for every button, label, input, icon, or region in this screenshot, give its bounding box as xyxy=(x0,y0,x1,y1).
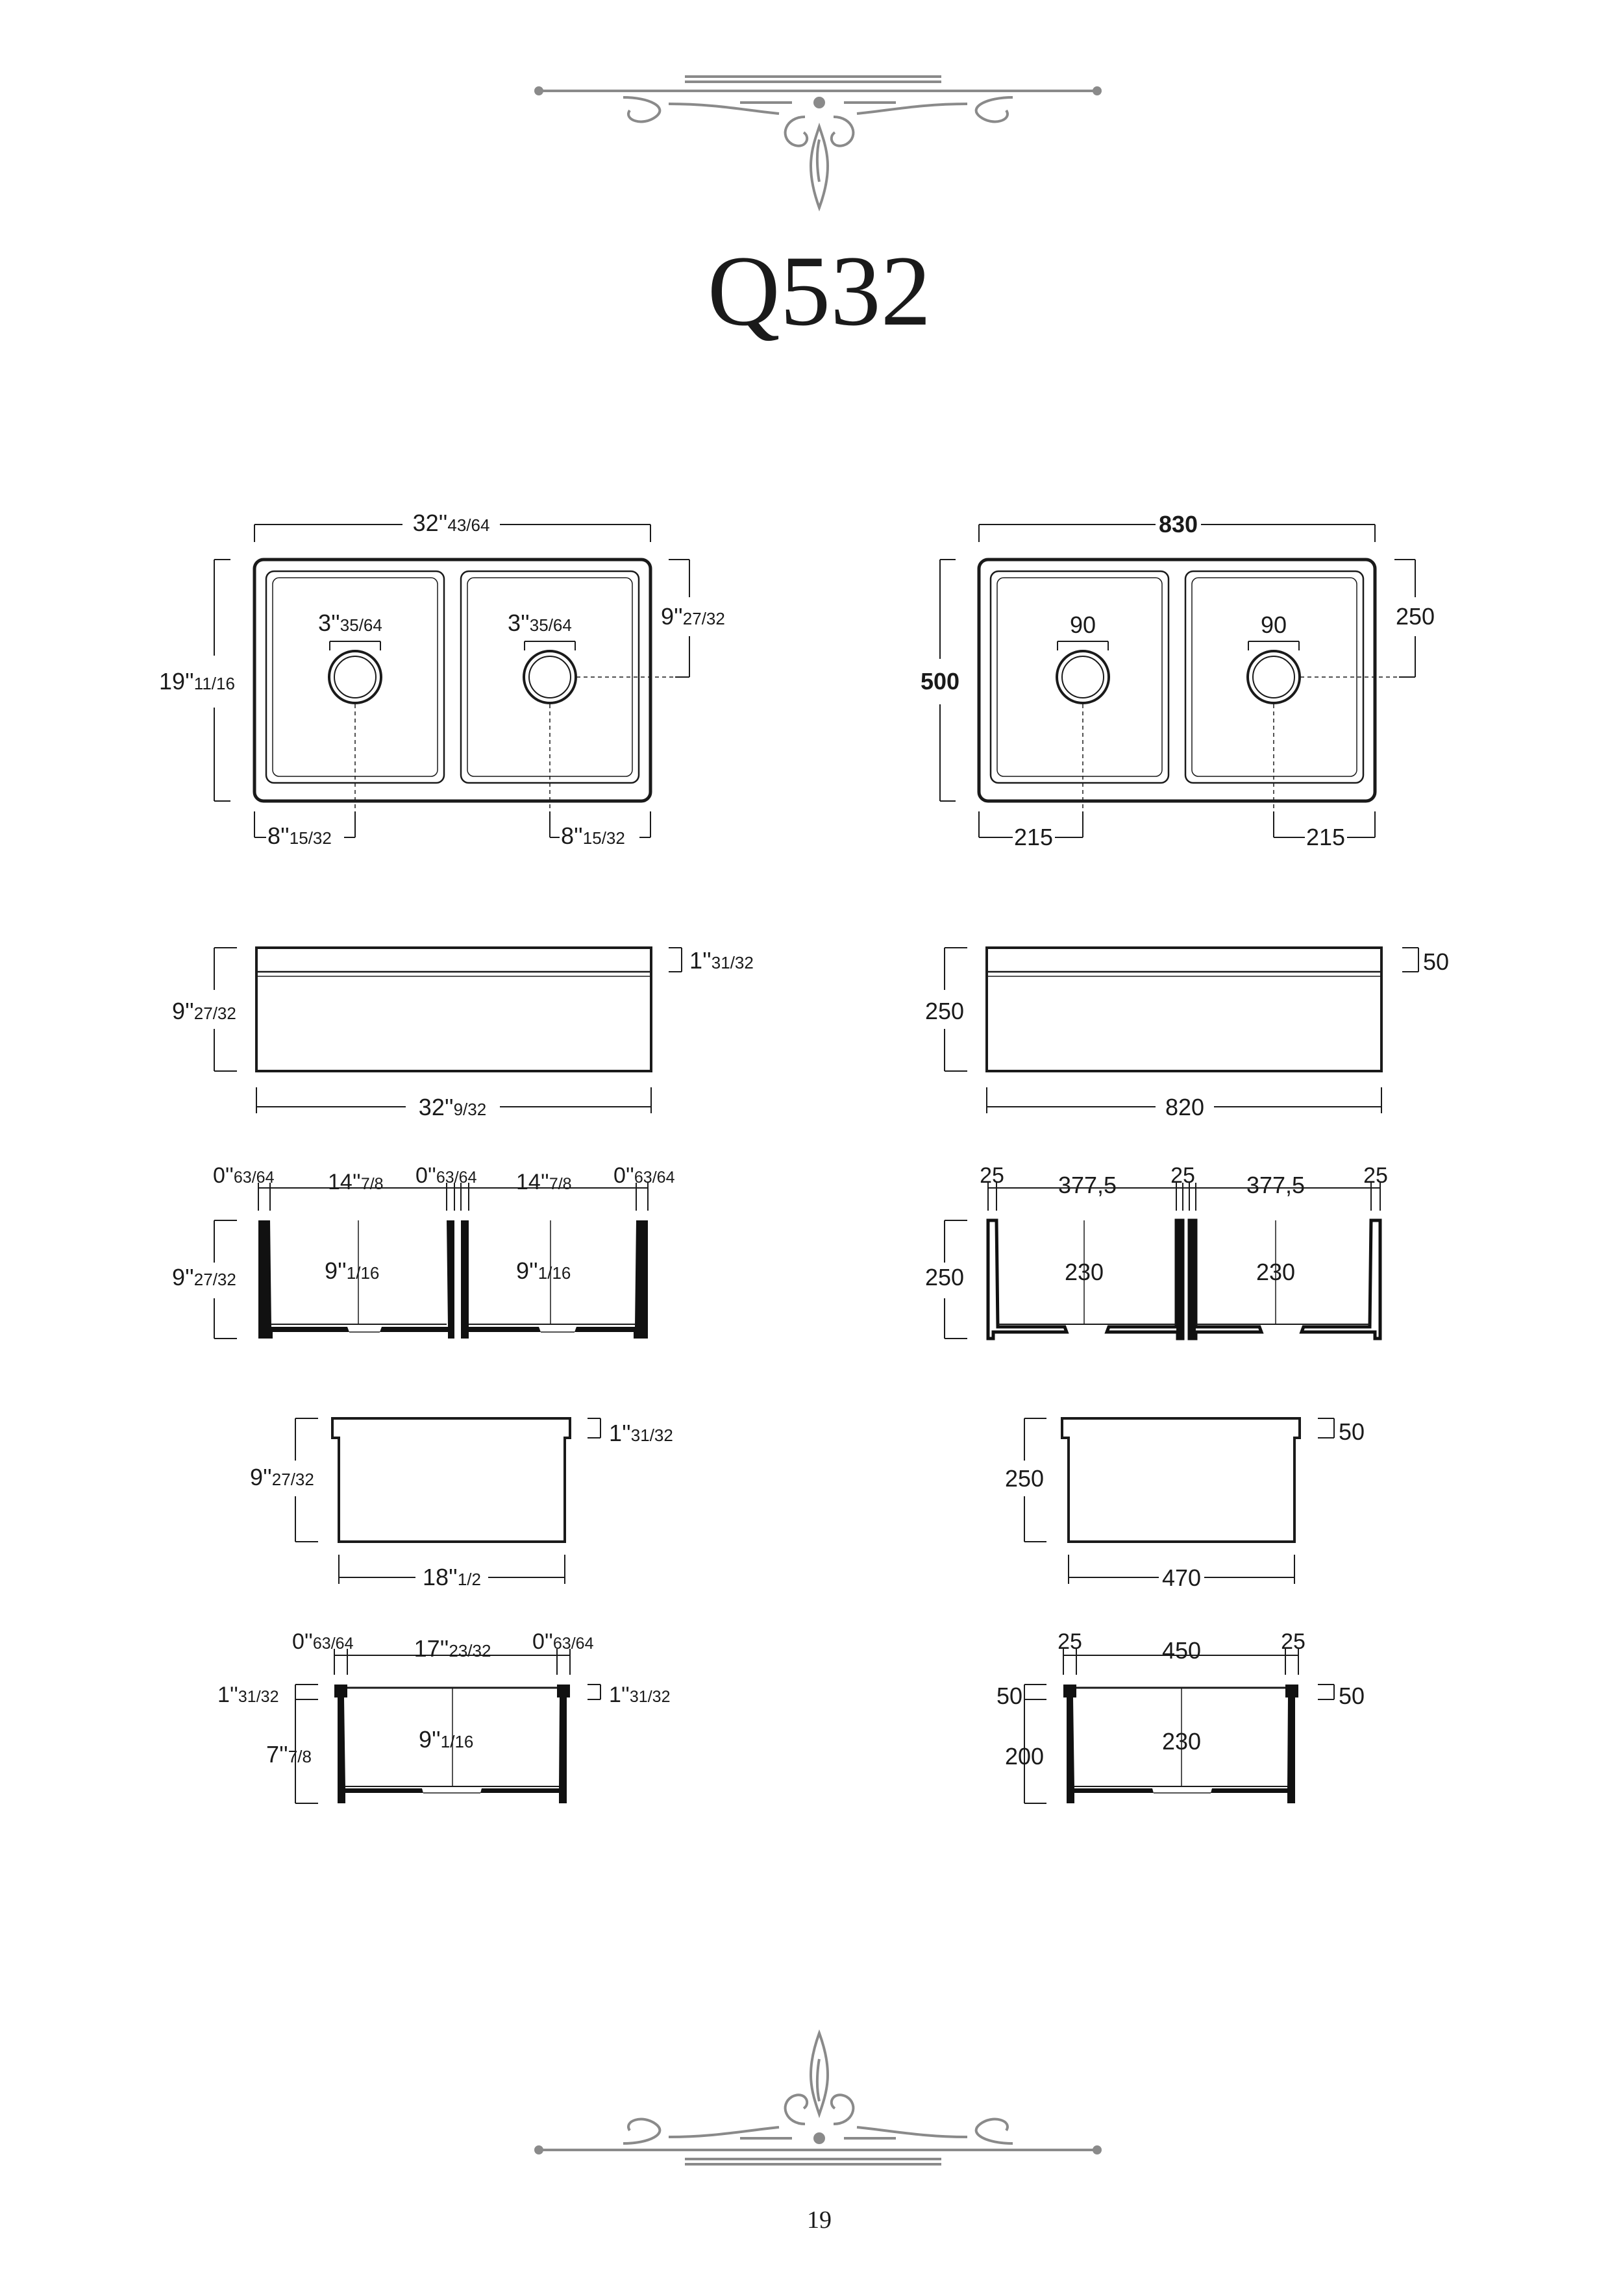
depth-right-label: 230 xyxy=(1256,1259,1295,1285)
lower-height-label: 200 xyxy=(1005,1743,1044,1770)
wall-right-label: 25 xyxy=(1281,1629,1305,1654)
bowl-left-label: 14''7/8 xyxy=(328,1170,384,1194)
lip-label: 1''31/32 xyxy=(609,1420,673,1446)
imperial-top-labels: 32''43/64 19''11/16 3''35/64 3''35/64 9'… xyxy=(159,510,725,849)
depth-left-label: 9''1/16 xyxy=(325,1257,379,1284)
metric-front-labels: 250 50 820 xyxy=(925,948,1449,1120)
imperial-side-labels: 9''27/32 1''31/32 18''1/2 xyxy=(250,1420,673,1590)
metric-double-section xyxy=(944,1183,1382,1340)
metric-single-section-labels: 25 450 25 50 50 200 230 xyxy=(996,1629,1365,1770)
wall-left-label: 25 xyxy=(1058,1629,1082,1654)
wall-right-label: 0''63/64 xyxy=(532,1629,594,1654)
metric-side-view xyxy=(1024,1417,1335,1584)
imperial-front-view xyxy=(214,946,682,1113)
metric-top-labels: 830 500 90 90 250 215 215 xyxy=(921,511,1435,850)
top-right-label: 50 xyxy=(1339,1683,1365,1709)
metric-single-section xyxy=(1024,1649,1335,1804)
depth-label: 9''1/16 xyxy=(419,1726,473,1753)
lip-label: 1''31/32 xyxy=(689,947,754,974)
length-label: 32''9/32 xyxy=(419,1094,486,1120)
top-left-label: 50 xyxy=(996,1683,1022,1709)
imperial-double-section-labels: 0''63/64 14''7/8 0''63/64 14''7/8 0''63/… xyxy=(172,1163,675,1290)
imperial-single-section xyxy=(295,1649,601,1804)
imperial-single-section-labels: 0''63/64 17''23/32 0''63/64 1''31/32 1''… xyxy=(217,1629,670,1768)
imperial-front-labels: 9''27/32 1''31/32 32''9/32 xyxy=(172,947,754,1120)
length-label: 470 xyxy=(1162,1564,1201,1591)
height-label: 9''27/32 xyxy=(250,1464,314,1490)
imperial-double-section xyxy=(214,1183,649,1339)
depth-left-label: 230 xyxy=(1065,1259,1104,1285)
length-label: 820 xyxy=(1165,1094,1204,1120)
metric-front-view xyxy=(944,946,1419,1113)
edge-left-label: 8''15/32 xyxy=(267,822,332,849)
edge-right-label: 215 xyxy=(1306,824,1345,850)
bowl-left-label: 377,5 xyxy=(1058,1172,1117,1198)
overall-depth-label: 19''11/16 xyxy=(159,668,235,695)
edge-right-label: 8''15/32 xyxy=(561,822,625,849)
metric-top-view xyxy=(939,524,1416,838)
wall-left-label: 0''63/64 xyxy=(292,1629,354,1654)
edge-left-label: 215 xyxy=(1014,824,1053,850)
lip-label: 50 xyxy=(1423,948,1449,975)
drain-offset-label: 250 xyxy=(1396,603,1435,630)
bowl-width-label: 450 xyxy=(1162,1637,1201,1664)
height-label: 9''27/32 xyxy=(172,998,236,1024)
overall-width-label: 830 xyxy=(1159,511,1198,537)
drain-diameter-right-label: 90 xyxy=(1261,611,1287,638)
bottom-ornament xyxy=(534,2029,1102,2166)
bowl-width-label: 17''23/32 xyxy=(414,1635,491,1662)
top-ornament xyxy=(534,75,1102,212)
depth-label: 230 xyxy=(1162,1728,1201,1755)
overall-depth-label: 500 xyxy=(921,668,959,695)
wall-mid-label: 0''63/64 xyxy=(415,1163,477,1188)
height-label: 9''27/32 xyxy=(172,1264,236,1290)
top-left-label: 1''31/32 xyxy=(217,1683,278,1707)
wall-left-label: 0''63/64 xyxy=(213,1163,275,1188)
drain-diameter-left-label: 90 xyxy=(1070,611,1096,638)
metric-double-section-labels: 25 377,5 25 377,5 25 250 230 230 xyxy=(925,1163,1388,1290)
bowl-right-label: 14''7/8 xyxy=(516,1170,572,1194)
lip-label: 50 xyxy=(1339,1418,1365,1445)
depth-right-label: 9''1/16 xyxy=(516,1257,571,1284)
page-number: 19 xyxy=(807,2206,832,2234)
height-label: 250 xyxy=(1005,1465,1044,1492)
wall-mid-label: 25 xyxy=(1170,1163,1195,1188)
lower-height-label: 7''7/8 xyxy=(266,1741,312,1768)
wall-left-label: 25 xyxy=(980,1163,1004,1188)
height-label: 250 xyxy=(925,998,964,1024)
drain-diameter-right-label: 3''35/64 xyxy=(508,610,572,636)
wall-right-label: 25 xyxy=(1363,1163,1388,1188)
drain-offset-label: 9''27/32 xyxy=(661,603,725,630)
page-title: Q532 xyxy=(708,235,931,347)
wall-right-label: 0''63/64 xyxy=(613,1163,675,1188)
length-label: 18''1/2 xyxy=(423,1564,481,1590)
bowl-right-label: 377,5 xyxy=(1246,1172,1305,1198)
top-right-label: 1''31/32 xyxy=(609,1683,670,1707)
imperial-top-view xyxy=(214,524,690,838)
imperial-side-view xyxy=(295,1417,601,1584)
overall-width-label: 32''43/64 xyxy=(413,510,490,536)
metric-side-labels: 250 50 470 xyxy=(1005,1418,1365,1591)
height-label: 250 xyxy=(925,1264,964,1290)
drain-diameter-left-label: 3''35/64 xyxy=(318,610,382,636)
